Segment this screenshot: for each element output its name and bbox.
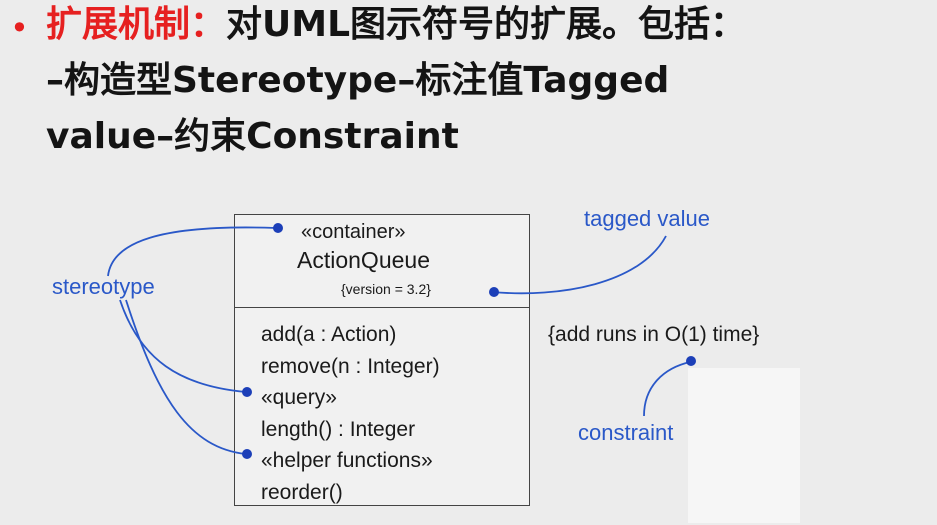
operation-add: add(a : Action) (261, 323, 397, 346)
constraint-label: constraint (578, 420, 674, 445)
heading-line-1-text: 对UML图示符号的扩展。包括： (226, 4, 747, 45)
class-tagged-value: {version = 3.2} (341, 281, 431, 297)
uml-class-box: «container» ActionQueue {version = 3.2} … (234, 214, 530, 506)
stereotype-label: stereotype (52, 274, 155, 299)
heading-line-1: 扩展机制：对UML图示符号的扩展。包括： (46, 2, 746, 48)
stereotype-connector-helper (125, 299, 247, 455)
connector-dot-helper (242, 449, 252, 459)
constraint-text: {add runs in O(1) time} (548, 323, 760, 346)
bullet-icon: • (10, 9, 29, 47)
class-name: ActionQueue (297, 247, 430, 273)
callout-connectors (107, 223, 696, 459)
connector-dot-constraint (686, 356, 696, 366)
slide-heading: • 扩展机制：对UML图示符号的扩展。包括： –构造型Stereotype–标注… (0, 0, 937, 170)
uml-diagram: «container» ActionQueue {version = 3.2} … (0, 190, 937, 525)
class-operations: add(a : Action) remove(n : Integer) «que… (261, 319, 440, 508)
heading-term: 扩展机制： (46, 4, 227, 45)
tagged-value-label: tagged value (584, 206, 710, 231)
uml-class-header: «container» ActionQueue {version = 3.2} (235, 215, 529, 308)
connector-dot-tagged (489, 287, 499, 297)
class-stereotype: «container» (301, 221, 406, 243)
constraint-connector (643, 361, 691, 417)
tagged-value-connector (491, 235, 667, 295)
stereotype-connector-container (107, 226, 277, 277)
operation-reorder: reorder() (261, 480, 343, 504)
connector-dot-container (273, 223, 283, 233)
connector-dot-query (242, 387, 252, 397)
operation-length: length() : Integer (261, 417, 416, 441)
stereotype-query: «query» (261, 386, 337, 409)
heading-line-2: –构造型Stereotype–标注值Tagged (46, 60, 670, 101)
operation-remove: remove(n : Integer) (261, 354, 440, 378)
background-patch (688, 368, 800, 523)
heading-line-3: value–约束Constraint (46, 116, 459, 157)
stereotype-connector-query (119, 299, 247, 393)
stereotype-helper-functions: «helper functions» (261, 449, 433, 472)
